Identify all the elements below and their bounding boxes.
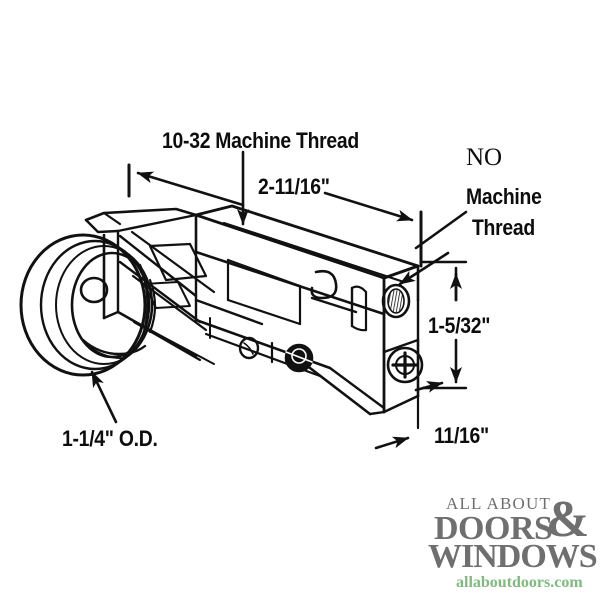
axle-hole [79, 276, 109, 304]
roller-housing [194, 204, 420, 354]
dimension-lines [90, 150, 468, 450]
logo-ampersand: & [546, 491, 590, 548]
label-no: NO [466, 144, 503, 171]
logo-website-url: allaboutdoors.com [456, 574, 583, 591]
adjusting-screw [284, 343, 314, 373]
label-dimension-height: 1-5/32" [428, 313, 491, 338]
retainer-hook [310, 269, 338, 300]
dim-arrow-right [323, 191, 414, 222]
logo-windows-text: WINDOWS [428, 538, 598, 575]
dim-arrow-left [136, 171, 245, 207]
logo-all-about-text: ALL ABOUT [446, 494, 552, 513]
label-machine-line2: Thread [472, 215, 535, 240]
mounting-bracket [194, 298, 424, 416]
label-dimension-wheel-od: 1-1/4" O.D. [62, 426, 158, 451]
od-leader-arrow [90, 370, 118, 424]
brand-logo: ALL ABOUT DOORS & WINDOWS allaboutdoors.… [398, 492, 598, 596]
wheel-yoke [84, 207, 216, 365]
roller-wheel [19, 233, 157, 377]
lower-hole [238, 336, 260, 360]
thread-hatching [387, 288, 405, 314]
no-thread-arrow [398, 251, 450, 286]
label-machine-line1: Machine [466, 184, 542, 209]
thickness-arrow-right [414, 381, 444, 393]
threaded-hole [381, 283, 411, 319]
label-10-32-machine-thread: 10-32 Machine Thread [162, 128, 360, 153]
phillips-screw [386, 346, 424, 384]
thickness-arrow-left [374, 436, 410, 450]
logo-doors-text: DOORS [434, 510, 553, 547]
label-dimension-thickness: 11/16" [434, 423, 489, 448]
label-dimension-length: 2-11/16" [258, 174, 330, 199]
no-thread-leader [414, 210, 468, 250]
